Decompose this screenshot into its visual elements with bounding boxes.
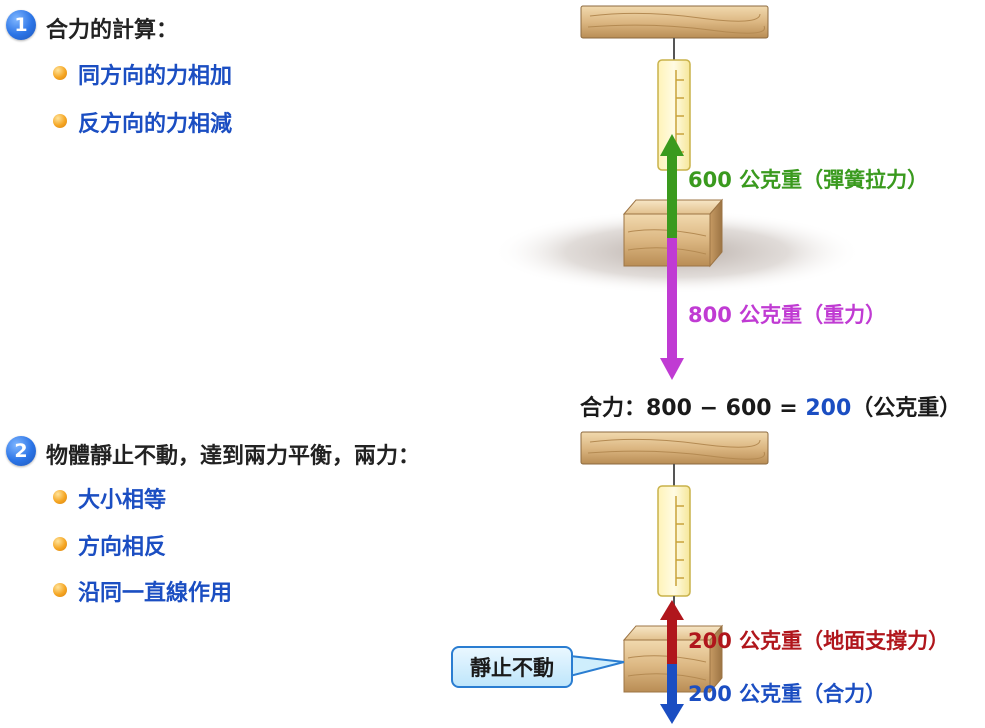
bullet-icon xyxy=(53,66,67,80)
section-2-title: 物體靜止不動，達到兩力平衡，兩力： xyxy=(46,444,421,469)
net-force-arrow xyxy=(660,664,684,724)
resultant-formula: 合力：800 − 600 = 200（公克重） xyxy=(580,390,961,422)
bullet-icon xyxy=(53,490,67,504)
section-1-item-2: 反方向的力相減 xyxy=(78,112,233,137)
spring-force-arrow xyxy=(660,134,684,238)
formula-result: 200 xyxy=(805,396,852,421)
bullet-icon xyxy=(53,537,67,551)
formula-unit: （公克重） xyxy=(851,396,962,421)
section-1-number-badge: 1 xyxy=(6,10,36,40)
section-2-item-1: 大小相等 xyxy=(78,488,167,513)
section-1-item-1: 同方向的力相加 xyxy=(78,64,233,89)
spring-scale-2 xyxy=(657,485,691,597)
support-force-label: 200 公克重（地面支撐力） xyxy=(688,629,950,653)
support-force-arrow xyxy=(660,600,684,664)
gravity-label: 800 公克重（重力） xyxy=(688,303,887,327)
bullet-icon xyxy=(53,114,67,128)
section-1-title: 合力的計算： xyxy=(46,18,179,43)
bullet-icon xyxy=(53,583,67,597)
static-callout: 靜止不動 xyxy=(451,646,573,688)
section-2-item-3: 沿同一直線作用 xyxy=(78,581,233,606)
section-2-number-badge: 2 xyxy=(6,436,36,466)
ceiling-board-2 xyxy=(580,431,769,465)
callout-pointer xyxy=(569,654,625,678)
section-2-item-2: 方向相反 xyxy=(78,535,167,560)
net-force-label: 200 公克重（合力） xyxy=(688,682,887,706)
spring-force-label: 600 公克重（彈簧拉力） xyxy=(688,168,929,192)
formula-expression: 合力：800 − 600 = xyxy=(580,396,806,421)
gravity-arrow xyxy=(660,238,684,380)
ceiling-board-1 xyxy=(580,5,769,39)
